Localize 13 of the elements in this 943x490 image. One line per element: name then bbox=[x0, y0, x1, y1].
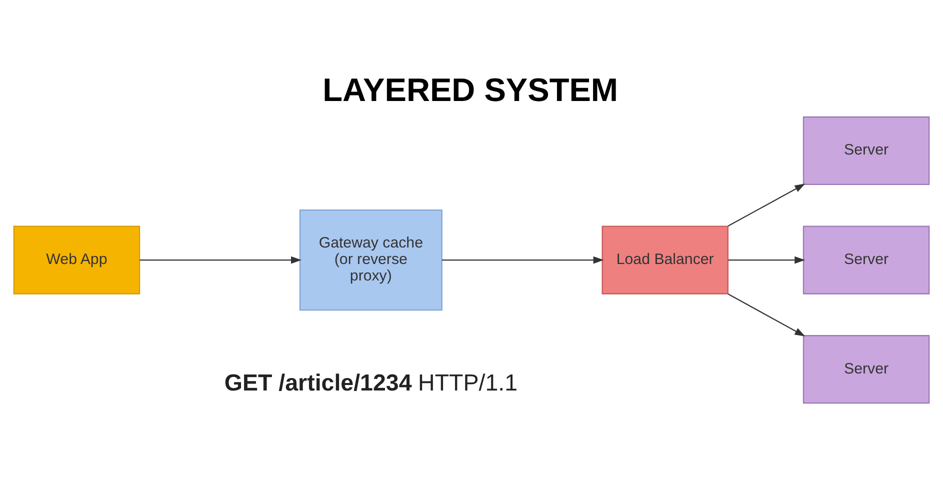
node-box: Server bbox=[802, 334, 930, 404]
node-box: Load Balancer bbox=[602, 225, 728, 294]
diagram-title: LAYERED SYSTEM bbox=[322, 72, 618, 108]
node-box: Server bbox=[802, 225, 930, 294]
node-box: Web App bbox=[13, 225, 140, 294]
arrow bbox=[140, 256, 302, 264]
node-box: Gateway cache (or reverse proxy) bbox=[299, 208, 442, 310]
label: GET /article/1234 HTTP/1.1 bbox=[224, 368, 518, 395]
node-box: Server bbox=[802, 116, 930, 185]
arrow bbox=[728, 256, 806, 264]
arrow bbox=[442, 256, 604, 264]
arrow bbox=[728, 293, 806, 336]
arrow bbox=[728, 183, 806, 226]
